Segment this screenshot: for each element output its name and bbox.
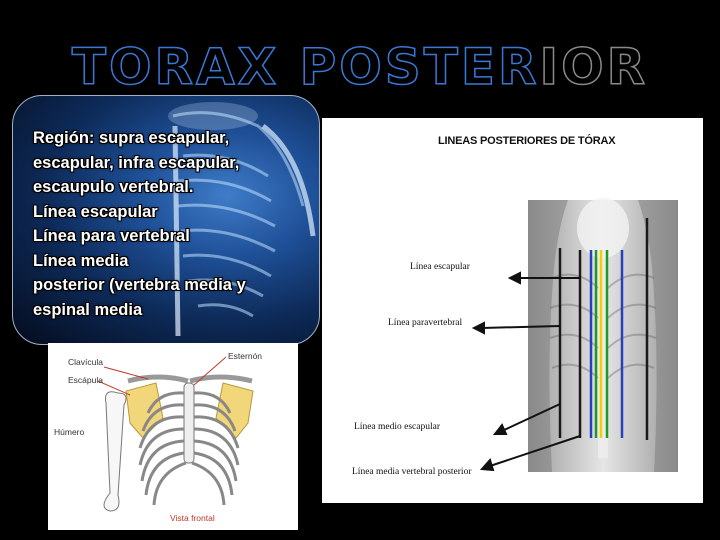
back-xray-image [528,198,678,472]
label-linea-escapular: Línea escapular [410,262,470,272]
xray-text-box: Región: supra escapular, escapular, infr… [12,95,320,345]
region-text-line: escaupulo vertebral. [33,178,194,196]
region-text-line: posterior (vertebra media y [33,276,246,294]
region-text-line: espinal media [33,300,143,319]
region-text-line: Línea para vertebral [33,227,190,245]
label-linea-medio-escapular: Línea medio escapular [354,422,440,432]
slide-title-main: TORAX POSTER [71,37,540,97]
label-clavicula: Clavícula [68,357,103,367]
slide-title: TORAX POSTERIOR [0,37,720,97]
xray-skeleton-image [168,102,316,337]
label-humero: Húmero [54,427,85,437]
region-text-line: Región: supra escapular, [33,129,230,147]
diagram-title: LINEAS POSTERIORES DE TÓRAX [438,135,616,147]
label-escapula: Escápula [68,375,103,385]
label-vista-frontal: Vista frontal [170,513,215,523]
region-text-line: escapular, infra escapular, [33,153,240,172]
region-text: Región: supra escapular, escapular, infr… [33,126,313,322]
posterior-lines-overlay [471,218,649,472]
posterior-lines-diagram: LINEAS POSTERIORES DE TÓRAX [322,118,703,503]
rib-cage-diagram: Clavícula Escápula Húmero Esternón Vista… [48,343,298,530]
rib-cage-drawing [97,356,254,512]
label-linea-media-vertebral: Línea media vertebral posterior [352,467,472,477]
region-text-line: Línea escapular [33,202,158,221]
label-esternon: Esternón [228,351,263,361]
region-text-line: Línea media [33,251,129,270]
label-linea-paravertebral: Línea paravertebral [388,318,463,328]
slide-title-tail: IOR [539,37,649,97]
